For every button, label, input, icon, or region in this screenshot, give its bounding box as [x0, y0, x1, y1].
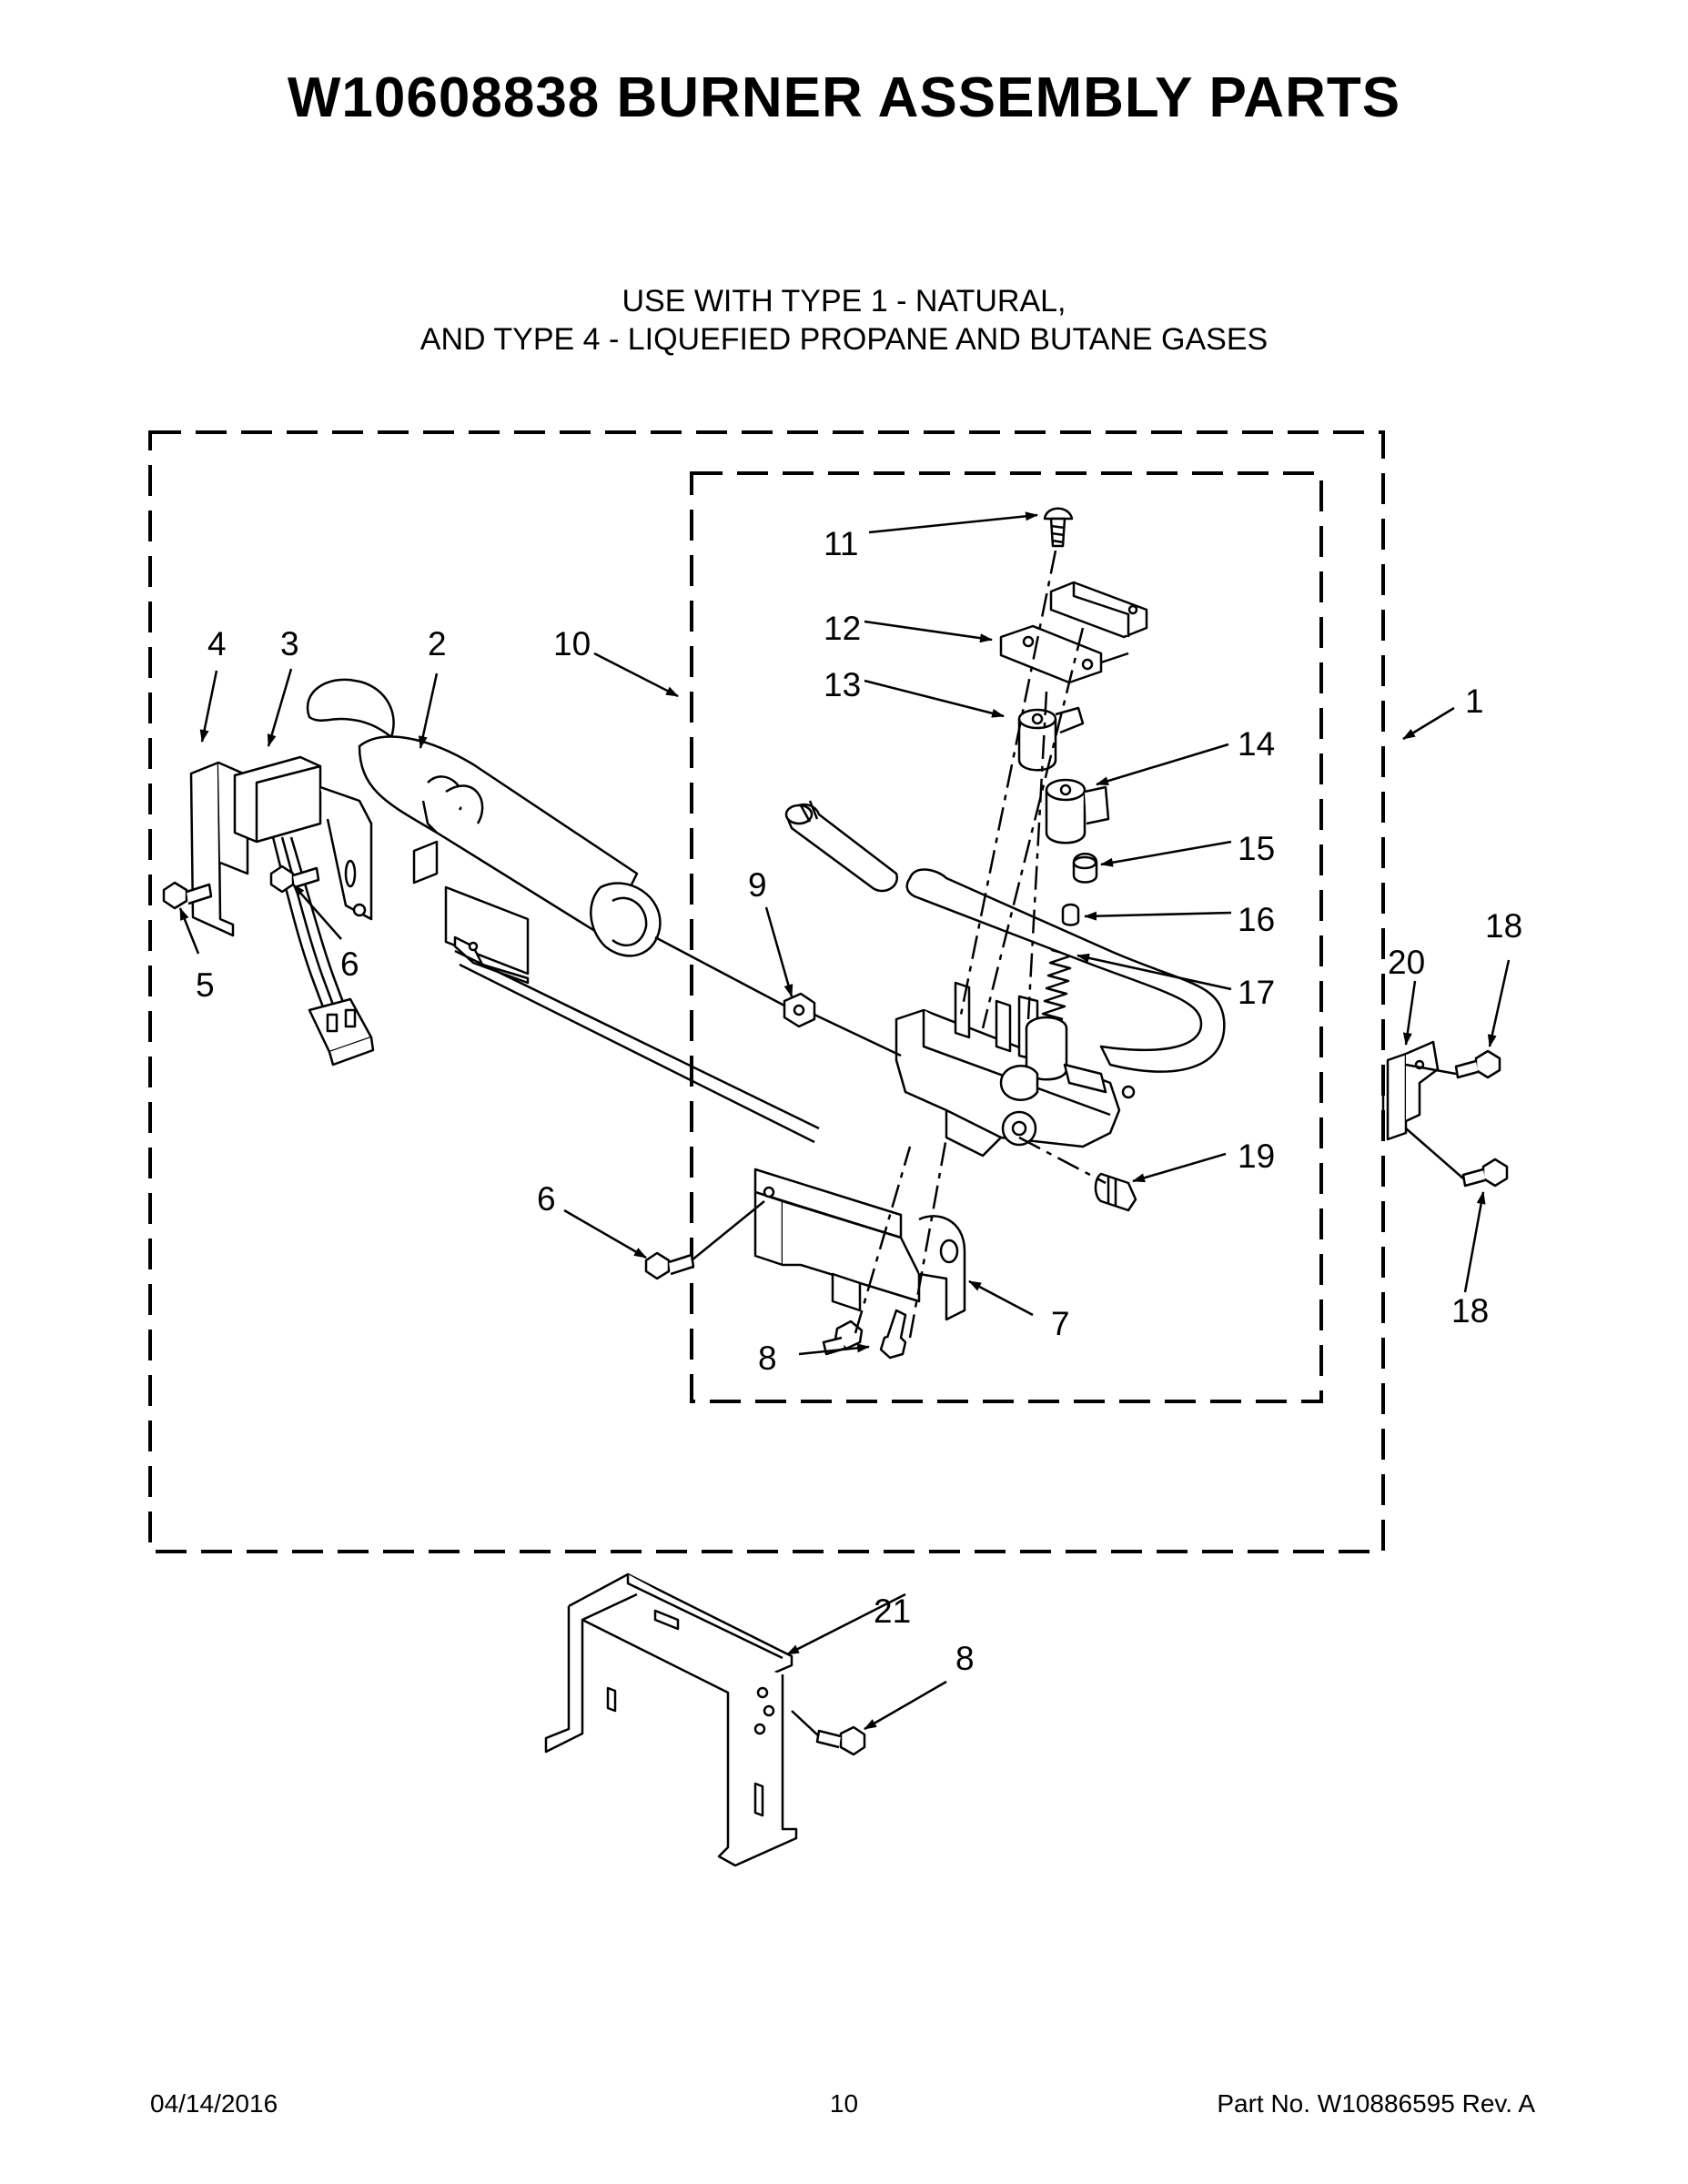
inner-assembly-boundary: [690, 471, 1323, 1403]
callout-12: 12: [824, 610, 861, 647]
part-13-solenoid-coil: [1017, 706, 1085, 772]
assembly-centerlines: [854, 550, 1107, 1339]
part-15-cap: [1072, 853, 1098, 884]
part-18-screw-lower: [1461, 1158, 1509, 1188]
callout-11: 11: [824, 525, 858, 562]
callout-8-bracket: 8: [955, 1640, 975, 1677]
gas-valve-body: [895, 981, 1136, 1158]
part-8-screw-bracket: [815, 1725, 866, 1756]
part-12-coil-bracket: [999, 581, 1148, 684]
callout-19: 19: [1238, 1138, 1275, 1175]
burner-support-bracket: [412, 840, 530, 985]
callout-18-lower: 18: [1451, 1292, 1489, 1330]
callout-2: 2: [428, 625, 447, 662]
callout-13: 13: [824, 666, 861, 703]
callout-8-lower: 8: [758, 1340, 777, 1377]
footer-date: 04/14/2016: [150, 2089, 278, 2118]
callout-9: 9: [748, 866, 767, 904]
part-21-mounting-bracket: [544, 1572, 798, 1867]
part-11-screw: [1043, 507, 1074, 548]
callout-arrows: [178, 511, 1511, 1731]
callout-17: 17: [1238, 974, 1275, 1011]
igniter-tube: [784, 800, 899, 893]
part-3-flame-sensor: [233, 755, 373, 921]
part-6-screw-lower: [644, 1251, 695, 1280]
callout-16: 16: [1238, 901, 1275, 938]
callout-3: 3: [280, 625, 299, 662]
callout-4: 4: [207, 625, 227, 662]
wire-connector-plug: [308, 997, 375, 1067]
part-8-screw-right: [879, 1309, 907, 1360]
callout-6-upper: 6: [340, 945, 359, 983]
callout-21: 21: [874, 1592, 911, 1630]
part-14-solenoid-coil: [1045, 778, 1110, 844]
callout-14: 14: [1238, 725, 1275, 763]
part-7-bottom-bracket: [753, 1168, 966, 1321]
outer-assembly-boundary: [148, 430, 1385, 1553]
callout-7: 7: [1051, 1305, 1070, 1342]
part-20-side-bracket: [1381, 1040, 1440, 1141]
page-title: W10608838 BURNER ASSEMBLY PARTS: [287, 66, 1401, 129]
part-9-nut: [783, 992, 816, 1028]
callout-6-lower: 6: [537, 1180, 556, 1218]
callout-5: 5: [196, 966, 215, 1004]
part-6-screw-upper: [269, 864, 320, 894]
assembly-leader-lines: [654, 935, 1464, 1737]
part-5-screw: [162, 881, 213, 910]
sensor-wire-harness: [271, 836, 351, 1020]
part-8-screw-left: [822, 1320, 864, 1356]
part-19-orifice: [1094, 1172, 1137, 1212]
subtitle-line-2: AND TYPE 4 - LIQUEFIED PROPANE AND BUTAN…: [419, 322, 1269, 357]
callout-15: 15: [1238, 830, 1275, 867]
callout-20: 20: [1388, 944, 1425, 981]
callout-1: 1: [1465, 682, 1484, 720]
part-18-screw-upper: [1454, 1049, 1501, 1079]
mounting-rail: [454, 949, 820, 1144]
part-16-plunger: [1061, 903, 1080, 926]
subtitle-line-1: USE WITH TYPE 1 - NATURAL,: [622, 284, 1066, 318]
footer-page-number: 10: [829, 2089, 859, 2118]
gas-supply-tube: [905, 868, 1226, 1073]
footer-part-number: Part No. W10886595 Rev. A: [1217, 2089, 1535, 2118]
part-2-burner-tube: [306, 678, 662, 957]
callout-10: 10: [553, 625, 591, 662]
callout-18-upper: 18: [1485, 907, 1522, 945]
